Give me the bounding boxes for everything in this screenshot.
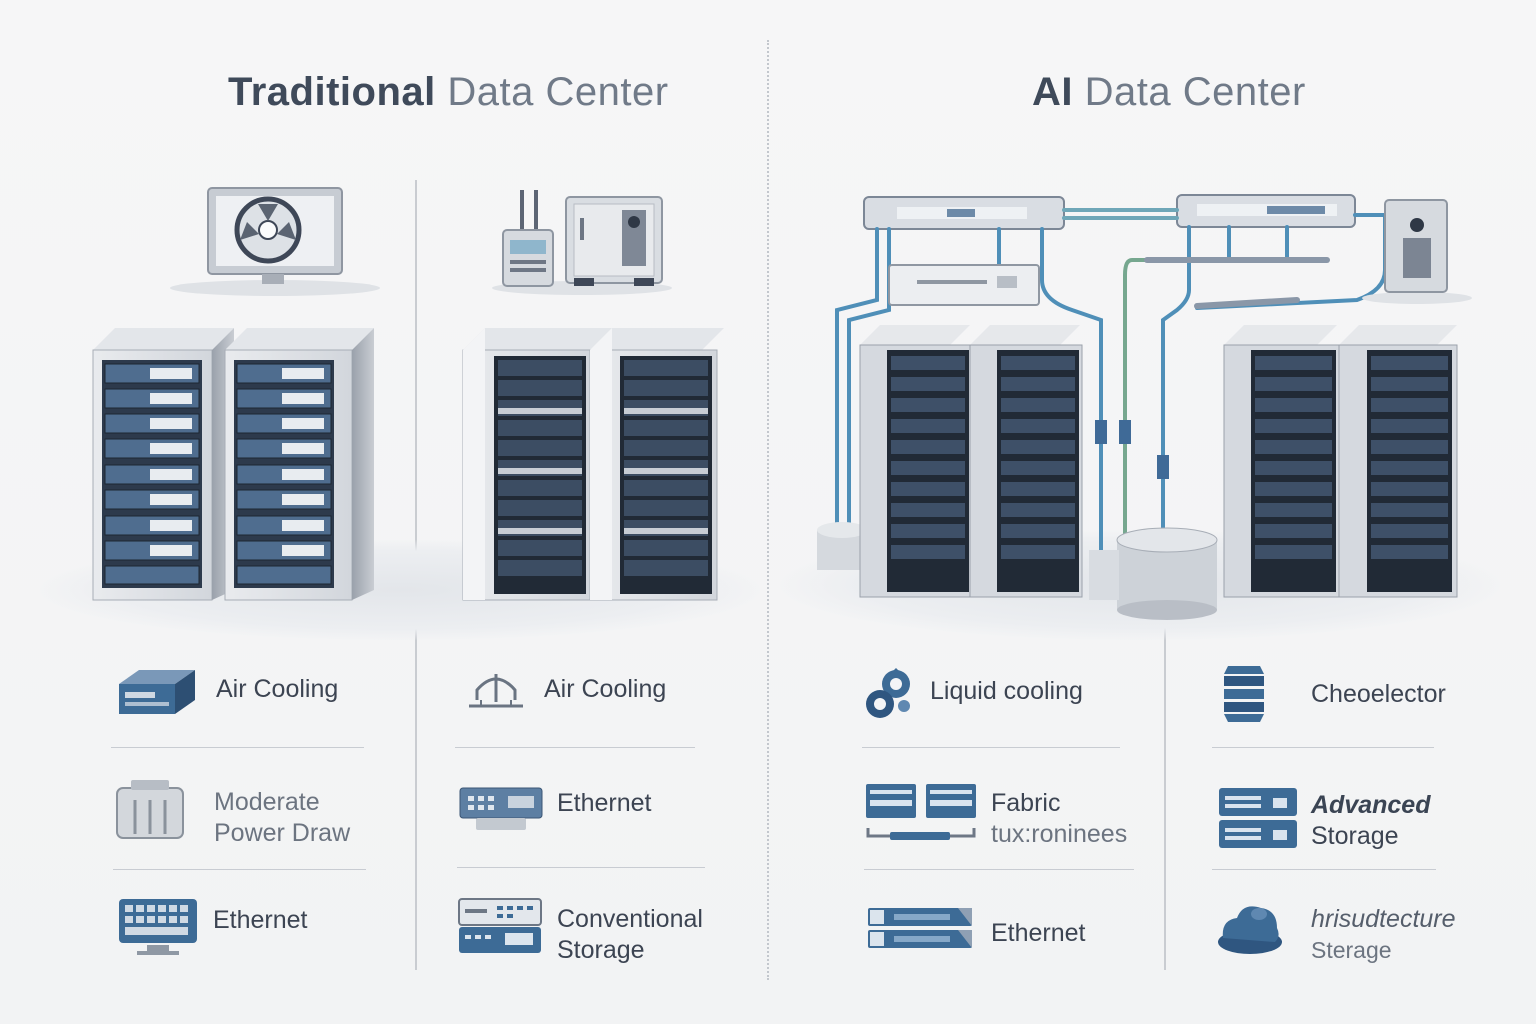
middle-appliance — [888, 264, 1040, 306]
title-bold: Traditional — [228, 70, 436, 114]
feature-label: Ethernet — [991, 919, 1086, 947]
feature-label: Fabric — [991, 789, 1061, 817]
traditional-rack-3 — [462, 328, 612, 601]
air-vent-icon — [467, 668, 525, 712]
advanced-storage-icon — [1217, 786, 1299, 850]
feature-label: Advanced — [1311, 791, 1431, 819]
traditional-illustration — [92, 187, 724, 601]
traditional-rack-2 — [224, 328, 374, 601]
separator — [1212, 747, 1434, 748]
feature-label: Liquid cooling — [930, 677, 1083, 705]
feature-label-line2: Sterage — [1311, 937, 1392, 963]
traditional-title: Traditional Data Center — [228, 70, 669, 115]
top-switch-1 — [863, 196, 1065, 230]
top-switch-2 — [1176, 194, 1356, 228]
ai-rack-2 — [969, 325, 1083, 598]
separator — [862, 747, 1120, 748]
router-cabinet-icon — [492, 190, 672, 295]
feature-label-line2: Power Draw — [214, 819, 351, 847]
feature-label: hrisudtecture — [1311, 905, 1456, 933]
separator — [864, 869, 1134, 870]
traditional-rack-1 — [92, 328, 234, 601]
title-light: Data Center — [1084, 70, 1306, 114]
power-supply-icon — [113, 778, 187, 842]
feature-label: Moderate — [214, 788, 320, 816]
coolant-tank — [1089, 420, 1218, 620]
ai-rack-3 — [1223, 325, 1340, 598]
feature-label: Air Cooling — [216, 675, 339, 703]
separator — [113, 869, 366, 870]
coolant-pipes — [835, 208, 1387, 562]
switch-icon — [458, 784, 544, 834]
chip-stack-icon — [1224, 664, 1264, 724]
feature-label-line2: tux:roninees — [991, 820, 1128, 848]
traditional-rack-4 — [589, 328, 724, 601]
separator — [111, 747, 364, 748]
ai-rack-1 — [859, 325, 973, 598]
feature-label: Cheoelector — [1311, 680, 1446, 708]
separator — [455, 747, 695, 748]
feature-label: Ethernet — [557, 789, 652, 817]
keyboard-terminal-icon — [117, 897, 199, 957]
fabric-network-icon — [866, 784, 978, 844]
right-sub-divider — [1164, 625, 1166, 970]
feature-label-line2: Storage — [1311, 822, 1399, 850]
ai-title: AI Data Center — [1032, 70, 1306, 115]
separator — [1212, 869, 1436, 870]
cloud-storage-icon — [1217, 898, 1283, 958]
feature-label-line2: Storage — [557, 936, 645, 964]
title-bold: AI — [1032, 70, 1073, 114]
title-light: Data Center — [447, 70, 669, 114]
liquid-gears-icon — [864, 668, 914, 720]
server-box-icon — [115, 666, 199, 718]
ai-illustration — [817, 194, 1472, 620]
ai-cabinet — [1362, 199, 1472, 304]
ethernet-switch-icon — [866, 906, 974, 952]
fan-monitor-icon — [170, 187, 380, 296]
ai-rack-4 — [1338, 325, 1458, 598]
feature-label: Conventional — [557, 905, 703, 933]
storage-unit-icon — [457, 897, 543, 957]
center-divider — [767, 40, 769, 980]
coolant-base-left — [817, 522, 867, 570]
feature-label: Air Cooling — [544, 675, 667, 703]
separator — [457, 867, 705, 868]
feature-label: Ethernet — [213, 906, 308, 934]
